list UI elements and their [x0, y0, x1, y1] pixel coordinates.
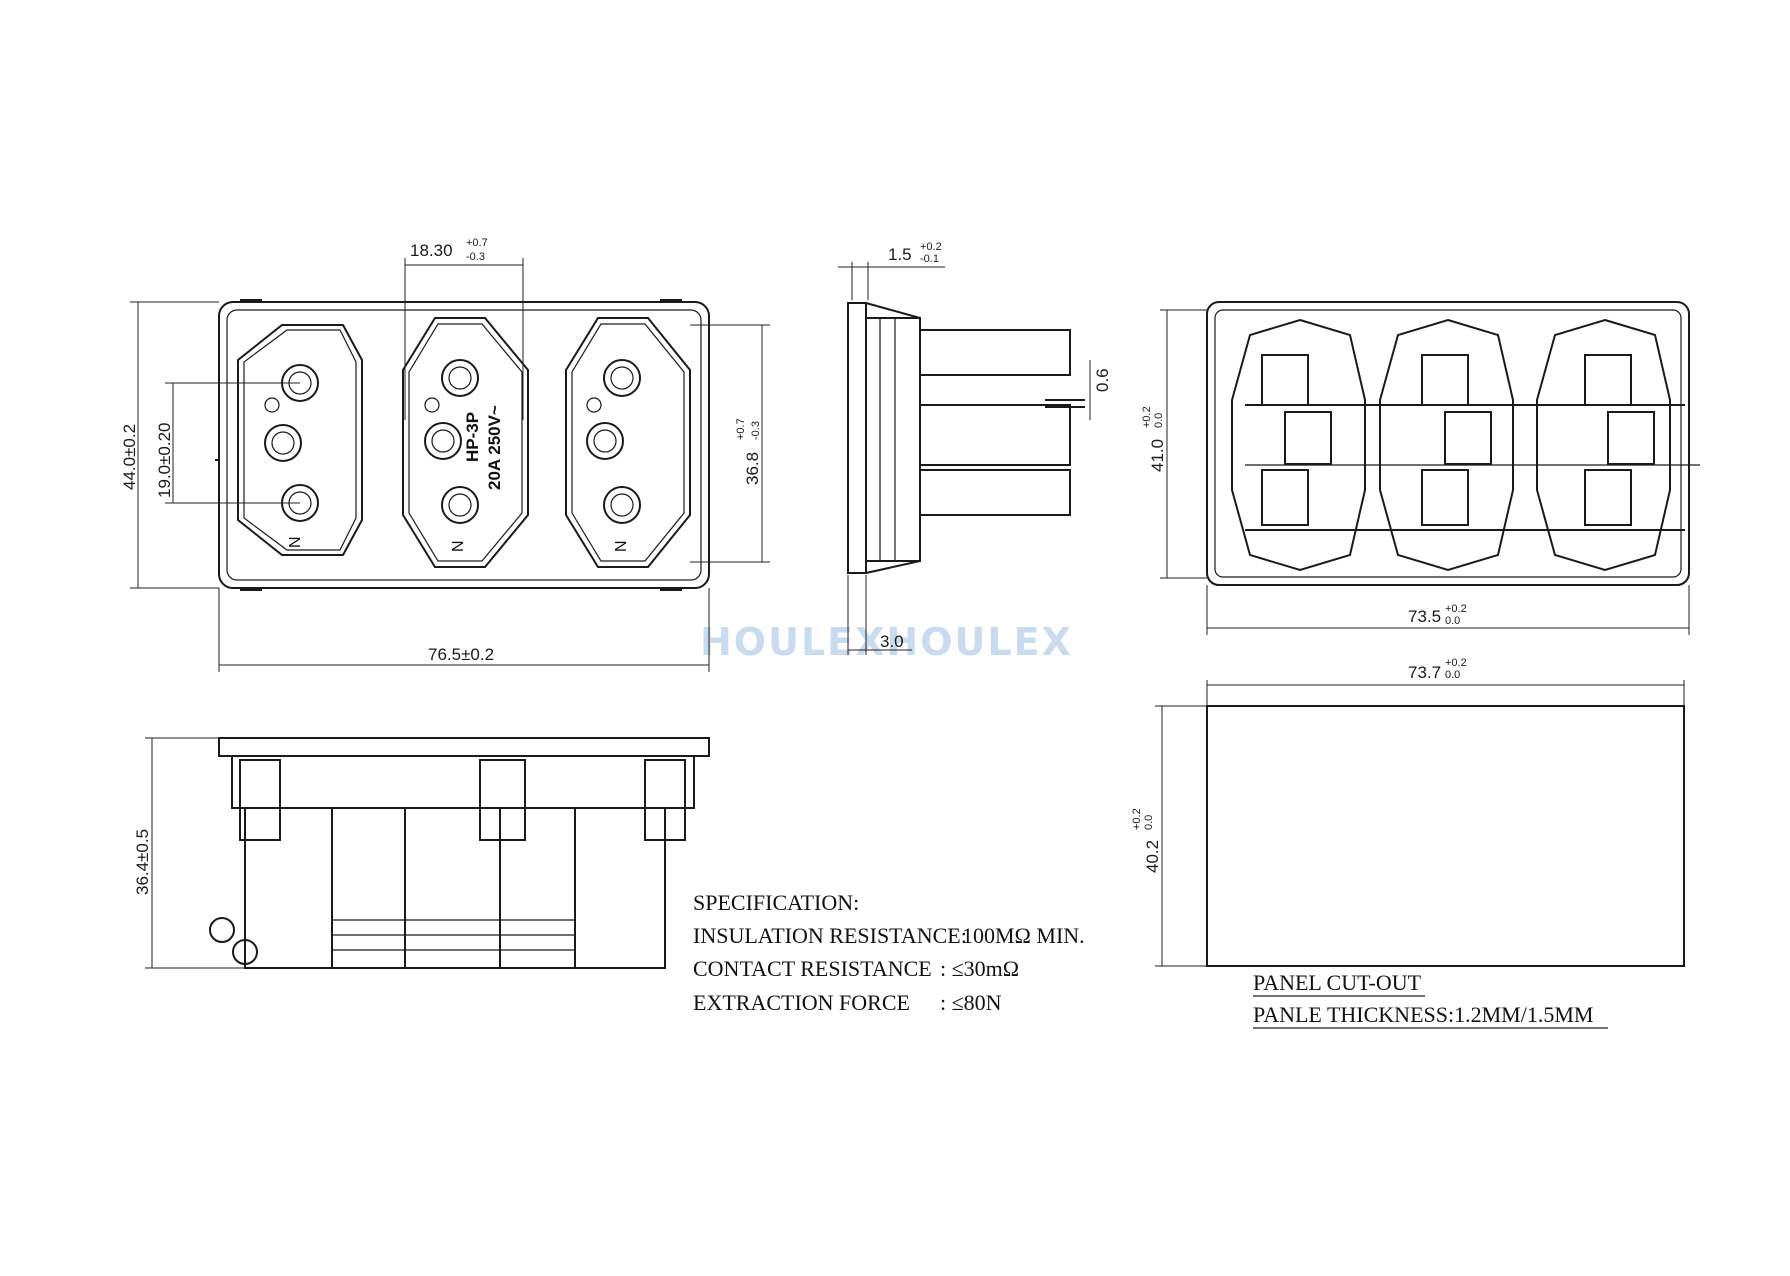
- front-inner-outline: [226, 309, 702, 581]
- ground-icon: [264, 397, 280, 413]
- dim-rear-height-sup: +0.2: [1141, 406, 1153, 428]
- socket-2: HP-3P 20A 250V~ N: [402, 317, 529, 568]
- front-view: N HP-3P 20A 250V~ N N 18.30 +0.7 -: [120, 237, 770, 672]
- cutout-rect: [1206, 705, 1685, 967]
- bottom-flange: [218, 737, 710, 757]
- spec-value: : ≤80N: [940, 990, 1002, 1015]
- rear-outline: [1206, 301, 1690, 586]
- dim-rear-width-sub: 0.0: [1445, 615, 1460, 627]
- dim-flange: 1.5: [888, 245, 912, 264]
- bottom-body: [244, 807, 666, 969]
- bottom-view: 36.4±0.5: [133, 737, 710, 969]
- panel-title: PANEL CUT-OUT: [1253, 970, 1422, 995]
- dim-cutout-height-sub: 0.0: [1143, 815, 1155, 830]
- watermark: HOULEXHOULEX: [700, 620, 1073, 664]
- dim-pin-pitch: 18.30: [410, 241, 453, 260]
- dim-body-depth: 36.4±0.5: [133, 829, 152, 895]
- spec-value: : ≤30mΩ: [940, 956, 1019, 981]
- side-flange: [847, 302, 867, 574]
- spec-heading: SPECIFICATION:: [693, 890, 859, 915]
- mount-ear-icon: [209, 917, 235, 943]
- dim-pin-spacing: 19.0±0.20: [155, 422, 174, 498]
- dim-side-depth: 3.0: [880, 632, 904, 651]
- side-view: 1.5 +0.2 -0.1 0.6 3.0: [838, 241, 1112, 655]
- ground-icon: [424, 397, 440, 413]
- dim-height-inner-sup: +0.7: [735, 418, 747, 440]
- spec-value: 100MΩ MIN.: [962, 923, 1085, 948]
- dim-height-outer: 44.0±0.2: [120, 424, 139, 490]
- dim-rear-height-sub: 0.0: [1153, 413, 1165, 428]
- dim-flange-sub: -0.1: [920, 253, 939, 265]
- dim-cutout-width: 73.7: [1408, 663, 1441, 682]
- dim-rear-width-sup: +0.2: [1445, 603, 1467, 615]
- specification-block: SPECIFICATION: INSULATION RESISTANCE: 10…: [693, 890, 1085, 1015]
- front-outline: [218, 301, 710, 589]
- dim-height-inner: 36.8: [743, 452, 762, 485]
- ground-icon: [586, 397, 602, 413]
- dim-rear-height: 41.0: [1148, 439, 1167, 472]
- dim-cutout-width-sup: +0.2: [1445, 657, 1467, 669]
- dim-flange-sup: +0.2: [920, 241, 942, 253]
- dim-gap: 0.6: [1093, 368, 1112, 392]
- rear-view: 41.0 +0.2 0.0 73.5 +0.2 0.0: [1141, 301, 1700, 635]
- spec-label: INSULATION RESISTANCE:: [693, 923, 967, 948]
- panel-thickness: PANLE THICKNESS:1.2MM/1.5MM: [1253, 1002, 1593, 1027]
- socket-1: N: [237, 324, 363, 556]
- panel-cutout-view: 73.7 +0.2 0.0 40.2 +0.2 0.0 PANEL CUT-OU…: [1131, 657, 1685, 1029]
- dim-cutout-width-sub: 0.0: [1445, 669, 1460, 681]
- dim-width-outer: 76.5±0.2: [428, 645, 494, 664]
- dim-height-inner-sub: -0.3: [750, 421, 762, 440]
- pin-label-n: N: [450, 540, 467, 552]
- dim-pin-pitch-sub: -0.3: [466, 251, 485, 263]
- dim-rear-width: 73.5: [1408, 607, 1441, 626]
- pin-label-n: N: [287, 536, 304, 548]
- model-marking: HP-3P: [463, 412, 482, 462]
- dim-cutout-height-sup: +0.2: [1131, 808, 1143, 830]
- spec-label: CONTACT RESISTANCE: [693, 956, 932, 981]
- socket-3: N: [565, 317, 691, 568]
- pin-label-n: N: [613, 540, 630, 552]
- spec-label: EXTRACTION FORCE: [693, 990, 910, 1015]
- rating-marking: 20A 250V~: [485, 405, 504, 490]
- dim-pin-pitch-sup: +0.7: [466, 237, 488, 249]
- mount-ear-icon: [232, 939, 258, 965]
- dim-cutout-height: 40.2: [1143, 840, 1162, 873]
